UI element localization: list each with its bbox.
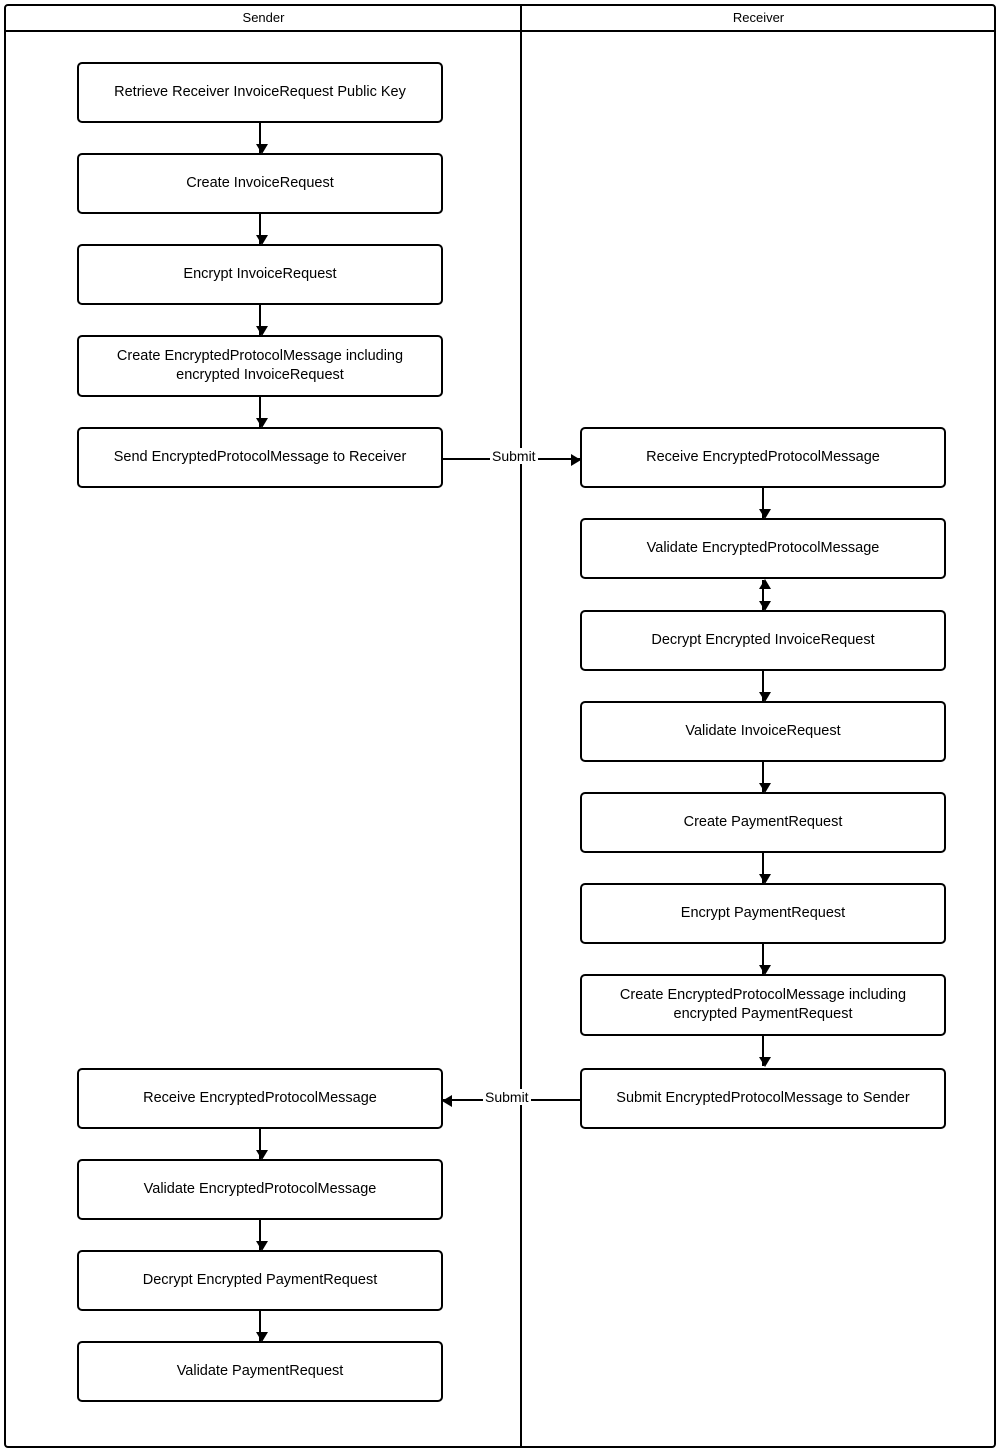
arrowhead-down-icon bbox=[758, 874, 771, 884]
connector-r4-to-r5 bbox=[758, 762, 771, 793]
node-receive-encryptedprotocolmessage-receiver[interactable]: Receive EncryptedProtocolMessage bbox=[580, 427, 946, 488]
lane-header-sender: Sender bbox=[242, 10, 285, 25]
connector-r6-to-r7 bbox=[758, 944, 771, 975]
node-create-paymentrequest[interactable]: Create PaymentRequest bbox=[580, 792, 946, 853]
arrowhead-up-icon bbox=[758, 579, 771, 589]
connector-s6-to-s7 bbox=[255, 1129, 268, 1160]
arrowhead-down-icon bbox=[255, 144, 268, 154]
node-decrypt-encrypted-paymentrequest[interactable]: Decrypt Encrypted PaymentRequest bbox=[77, 1250, 443, 1311]
node-send-encryptedprotocolmessage-to-receiver[interactable]: Send EncryptedProtocolMessage to Receive… bbox=[77, 427, 443, 488]
node-create-invoicerequest[interactable]: Create InvoiceRequest bbox=[77, 153, 443, 214]
connector-s4-to-s5 bbox=[255, 397, 268, 428]
connector-r2-to-r3-bidirectional bbox=[758, 579, 771, 611]
arrowhead-down-icon bbox=[758, 783, 771, 793]
node-validate-encryptedprotocolmessage-receiver[interactable]: Validate EncryptedProtocolMessage bbox=[580, 518, 946, 579]
connector-r7-to-r8 bbox=[758, 1036, 771, 1067]
arrowhead-right-icon bbox=[571, 453, 581, 466]
node-create-encryptedprotocolmessage-paymentrequest[interactable]: Create EncryptedProtocolMessage includin… bbox=[580, 974, 946, 1036]
node-create-encryptedprotocolmessage-invoicerequest[interactable]: Create EncryptedProtocolMessage includin… bbox=[77, 335, 443, 397]
node-validate-paymentrequest[interactable]: Validate PaymentRequest bbox=[77, 1341, 443, 1402]
connector-r3-to-r4 bbox=[758, 671, 771, 702]
edge-label-submit-to-receiver: Submit bbox=[490, 448, 538, 464]
arrowhead-down-icon bbox=[255, 418, 268, 428]
arrowhead-down-icon bbox=[255, 235, 268, 245]
arrowhead-left-icon bbox=[442, 1094, 452, 1107]
connector-s8-to-s9 bbox=[255, 1311, 268, 1342]
arrowhead-down-icon bbox=[758, 965, 771, 975]
node-retrieve-receiver-invoicerequest-public-key[interactable]: Retrieve Receiver InvoiceRequest Public … bbox=[77, 62, 443, 123]
node-validate-invoicerequest[interactable]: Validate InvoiceRequest bbox=[580, 701, 946, 762]
node-receive-encryptedprotocolmessage-sender[interactable]: Receive EncryptedProtocolMessage bbox=[77, 1068, 443, 1129]
node-encrypt-paymentrequest[interactable]: Encrypt PaymentRequest bbox=[580, 883, 946, 944]
arrowhead-down-icon bbox=[255, 1150, 268, 1160]
node-submit-encryptedprotocolmessage-to-sender[interactable]: Submit EncryptedProtocolMessage to Sende… bbox=[580, 1068, 946, 1129]
connector-s1-to-s2 bbox=[255, 123, 268, 154]
node-decrypt-encrypted-invoicerequest[interactable]: Decrypt Encrypted InvoiceRequest bbox=[580, 610, 946, 671]
node-line-2: encrypted PaymentRequest bbox=[673, 1006, 853, 1022]
arrowhead-down-icon bbox=[758, 1057, 771, 1067]
arrowhead-down-icon bbox=[758, 692, 771, 702]
connector-s7-to-s8 bbox=[255, 1220, 268, 1251]
node-line-2: encrypted InvoiceRequest bbox=[176, 367, 344, 383]
connector-s3-to-s4 bbox=[255, 305, 268, 336]
edge-label-submit-to-sender: Submit bbox=[483, 1089, 531, 1105]
node-encrypt-invoicerequest[interactable]: Encrypt InvoiceRequest bbox=[77, 244, 443, 305]
lane-vertical-divider bbox=[520, 5, 522, 1447]
connector-r5-to-r6 bbox=[758, 853, 771, 884]
arrowhead-down-icon bbox=[758, 509, 771, 519]
node-validate-encryptedprotocolmessage-sender[interactable]: Validate EncryptedProtocolMessage bbox=[77, 1159, 443, 1220]
arrowhead-down-icon bbox=[758, 601, 771, 611]
lane-header-receiver: Receiver bbox=[732, 10, 785, 25]
node-line-1: Create EncryptedProtocolMessage includin… bbox=[116, 348, 404, 364]
arrowhead-down-icon bbox=[255, 326, 268, 336]
node-line-1: Create EncryptedProtocolMessage includin… bbox=[619, 987, 907, 1003]
lane-header-divider bbox=[5, 30, 995, 32]
connector-s2-to-s3 bbox=[255, 214, 268, 245]
arrowhead-down-icon bbox=[255, 1241, 268, 1251]
arrowhead-down-icon bbox=[255, 1332, 268, 1342]
connector-r1-to-r2 bbox=[758, 488, 771, 519]
